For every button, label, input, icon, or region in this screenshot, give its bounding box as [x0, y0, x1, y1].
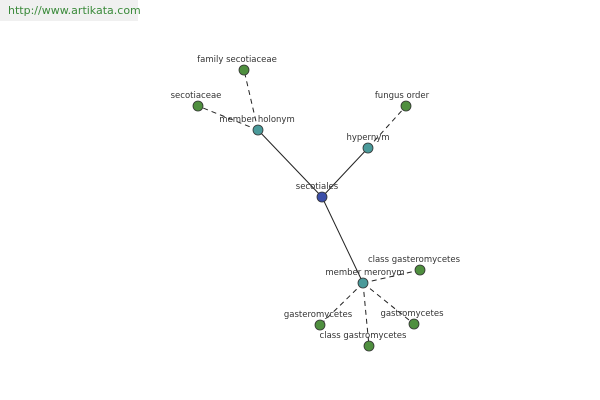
node-secotiaceae[interactable]: secotiaceae — [171, 91, 222, 112]
edge-member-holonym-to-family-secotiaceae — [243, 69, 259, 131]
node-label-class-gasteromycetes[interactable]: class gasteromycetes — [368, 255, 461, 265]
node-gasteromycetes[interactable]: gasteromycetes — [284, 310, 353, 331]
node-dot-fungus-order[interactable] — [400, 100, 412, 112]
node-dot-secotiaceae[interactable] — [192, 100, 204, 112]
node-dot-member-meronym[interactable] — [357, 277, 369, 289]
edge-root-to-hypernym — [321, 147, 369, 198]
node-dot-class-gasteromycetes[interactable] — [414, 264, 426, 276]
node-label-hypernym[interactable]: hypernym — [346, 133, 389, 143]
edge-member-holonym-to-secotiaceae — [197, 105, 259, 131]
edge-member-meronym-to-class-gastromycetes — [362, 282, 370, 347]
node-label-member-meronym[interactable]: member meronym — [325, 268, 404, 278]
node-label-member-holonym[interactable]: member holonym — [219, 115, 294, 125]
edge-member-meronym-to-gasteromycetes — [319, 282, 364, 326]
node-label-secotiaceae[interactable]: secotiaceae — [171, 91, 222, 101]
node-label-gastromycetes[interactable]: gastromycetes — [380, 309, 444, 319]
node-label-fungus-order[interactable]: fungus order — [375, 91, 430, 101]
edge-member-meronym-to-class-gasteromycetes — [362, 269, 421, 284]
node-root[interactable]: secotiales — [296, 182, 339, 203]
node-label-root[interactable]: secotiales — [296, 182, 339, 192]
edge-root-to-member-meronym — [321, 196, 364, 284]
node-label-class-gastromycetes[interactable]: class gastromycetes — [320, 331, 407, 341]
node-hypernym[interactable]: hypernym — [346, 133, 390, 154]
node-dot-hypernym[interactable] — [362, 142, 374, 154]
node-label-gasteromycetes[interactable]: gasteromycetes — [284, 310, 353, 320]
node-fungus-order[interactable]: fungus order — [375, 91, 430, 112]
site-url-link[interactable]: http://www.artikata.com — [8, 4, 141, 17]
node-dot-root[interactable] — [316, 191, 328, 203]
node-label-family-secotiaceae[interactable]: family secotiaceae — [197, 55, 277, 65]
node-dot-family-secotiaceae[interactable] — [238, 64, 250, 76]
node-dot-gasteromycetes[interactable] — [314, 319, 326, 331]
node-family-secotiaceae[interactable]: family secotiaceae — [197, 55, 277, 76]
edges-layer — [197, 69, 421, 347]
node-class-gastromycetes[interactable]: class gastromycetes — [320, 331, 407, 352]
edge-member-meronym-to-gastromycetes — [362, 282, 415, 325]
node-dot-member-holonym[interactable] — [252, 124, 264, 136]
node-member-holonym[interactable]: member holonym — [219, 115, 295, 136]
node-member-meronym[interactable]: member meronym — [325, 268, 405, 289]
edge-hypernym-to-fungus-order — [367, 105, 407, 149]
node-dot-class-gastromycetes[interactable] — [363, 340, 375, 352]
edge-root-to-member-holonym — [257, 129, 323, 198]
url-banner: http://www.artikata.com — [0, 0, 141, 21]
nodes-layer: secotiales member holonym hypernym member m… — [171, 55, 461, 352]
node-gastromycetes[interactable]: gastromycetes — [380, 309, 444, 330]
node-dot-gastromycetes[interactable] — [408, 318, 420, 330]
node-class-gasteromycetes[interactable]: class gasteromycetes — [368, 255, 461, 276]
